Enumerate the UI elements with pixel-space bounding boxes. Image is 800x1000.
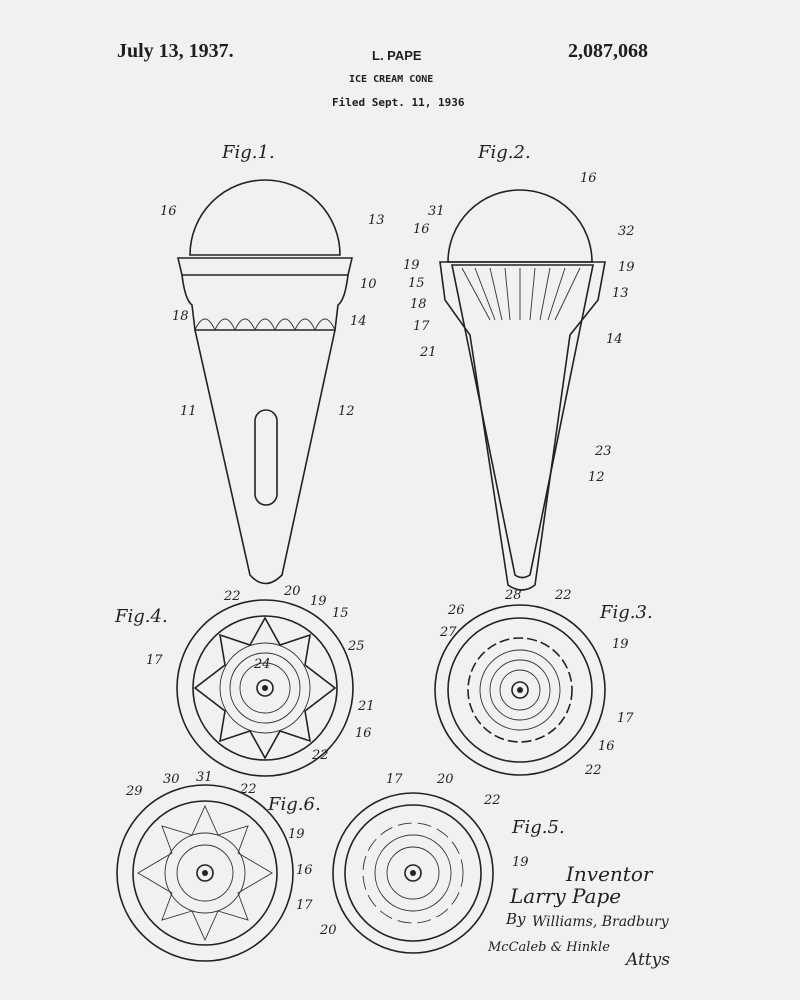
figure-2-label: Fig.2.	[477, 142, 531, 163]
figure-4-label: Fig.4.	[114, 606, 168, 627]
reference-numeral: 18	[410, 297, 427, 312]
reference-numeral: 16	[160, 204, 177, 219]
reference-numeral: 11	[180, 404, 197, 419]
reference-numeral: 18	[172, 309, 189, 324]
reference-numeral: 14	[606, 332, 623, 347]
figure-5-label: Fig.5.	[511, 817, 565, 838]
reference-numeral: 31	[428, 204, 445, 219]
reference-numeral: 21	[357, 699, 375, 714]
reference-numeral: 21	[419, 345, 437, 360]
inventor-label: Inventor	[566, 862, 653, 886]
reference-numeral: 15	[408, 276, 425, 291]
reference-numeral: 22	[483, 793, 501, 808]
reference-numeral: 19	[403, 258, 420, 273]
reference-numeral: 22	[554, 588, 572, 603]
reference-numeral: 19	[618, 260, 635, 275]
reference-numeral: 28	[504, 588, 522, 603]
filed-date: Filed Sept. 11, 1936	[332, 96, 465, 109]
figure-4-top-view-star	[176, 599, 354, 777]
reference-numeral: 17	[296, 898, 313, 913]
reference-numeral: 29	[125, 784, 143, 799]
reference-numeral: 17	[617, 711, 634, 726]
reference-numeral: 20	[283, 584, 301, 599]
figure-6-top-view	[116, 784, 294, 962]
reference-numeral: 12	[588, 470, 605, 485]
reference-numeral: 20	[319, 923, 337, 938]
reference-numeral: 10	[360, 277, 377, 292]
reference-numeral: 16	[355, 726, 372, 741]
reference-numeral: 24	[253, 657, 271, 672]
reference-numeral: 19	[310, 594, 327, 609]
figure-1-label: Fig.1.	[221, 142, 275, 163]
reference-numeral: 30	[163, 772, 180, 787]
attorneys-line-1: Williams, Bradbury	[532, 914, 669, 930]
patent-date: July 13, 1937.	[117, 40, 234, 62]
reference-numeral: 22	[311, 748, 329, 763]
reference-numeral: 16	[580, 171, 597, 186]
reference-numeral: 12	[338, 404, 355, 419]
reference-numeral: 19	[288, 827, 305, 842]
reference-numeral: 22	[584, 763, 602, 778]
patent-number: 2,087,068	[568, 40, 648, 62]
inventor-signature: Larry Pape	[510, 884, 622, 908]
figure-2-cone-section	[439, 189, 606, 591]
inventor-name-header: L. PAPE	[372, 48, 422, 63]
reference-numeral: 13	[612, 286, 629, 301]
reference-numeral: 27	[439, 625, 457, 640]
reference-numeral: 13	[368, 213, 385, 228]
figure-3-label: Fig.3.	[599, 602, 653, 623]
reference-numeral: 25	[347, 639, 365, 654]
reference-numeral: 20	[436, 772, 454, 787]
reference-numeral: 17	[146, 653, 163, 668]
reference-numeral: 31	[196, 770, 213, 785]
figure-6-label: Fig.6.	[267, 794, 321, 815]
reference-numeral: 32	[618, 224, 635, 239]
reference-numeral: 14	[350, 314, 367, 329]
reference-numeral: 23	[594, 444, 612, 459]
reference-numeral: 22	[239, 782, 257, 797]
reference-numeral: 26	[447, 603, 465, 618]
attorneys-line-2: McCaleb & Hinkle	[488, 940, 610, 955]
figure-1-cone-exterior	[176, 179, 354, 585]
attorneys-label: Attys	[626, 950, 670, 970]
reference-numeral: 16	[598, 739, 615, 754]
by-label: By	[506, 910, 526, 928]
reference-numeral: 19	[612, 637, 629, 652]
reference-numeral: 19	[512, 855, 529, 870]
figure-5-top-view-scallop	[332, 792, 494, 954]
reference-numeral: 15	[332, 606, 349, 621]
reference-numeral: 22	[223, 589, 241, 604]
reference-numeral: 16	[413, 222, 430, 237]
reference-numeral: 17	[386, 772, 403, 787]
reference-numeral: 16	[296, 863, 313, 878]
patent-title: ICE CREAM CONE	[349, 74, 434, 85]
reference-numeral: 17	[413, 319, 430, 334]
figure-3-top-view-ribs	[434, 604, 606, 776]
